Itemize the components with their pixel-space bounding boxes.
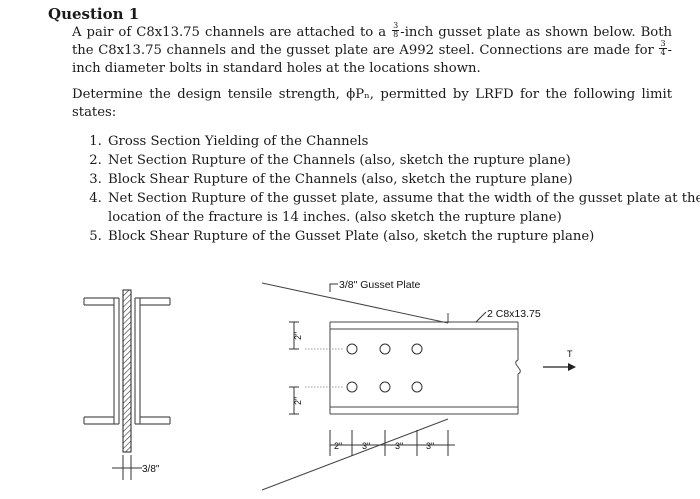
task-item: Net Section Rupture of the Channels (als… [106,151,700,170]
connection-figure: 3/8" 3/8" Gusset Plate 2 C8x13.75 [83,279,576,491]
plate-thickness-label: 3/8" [142,464,160,475]
task-item: Gross Section Yielding of the Channels [106,132,700,151]
bolt-hole [346,381,358,393]
right-channel-section [134,297,171,425]
gusset-label-leader [329,283,338,292]
statement-text-2: -inch gusset plate as shown below. Both … [72,25,673,58]
pitch-label: 3" [426,441,434,451]
statement-text-1: A pair of C8x13.75 channels are attached… [72,25,392,40]
elevation-view: 3/8" Gusset Plate 2 C8x13.75 [261,279,576,491]
bolt-hole [411,343,423,355]
load-arrow [543,363,576,371]
pitch-label: 3" [395,441,403,451]
channel-label: 2 C8x13.75 [487,308,541,320]
gusset-plate-label: 3/8" Gusset Plate [339,279,421,291]
section-view: 3/8" [83,289,171,480]
bolt-holes [346,343,423,393]
gage-dimensions [289,321,299,415]
task-instruction: Determine the design tensile strength, ϕ… [72,87,672,120]
task-item: Block Shear Rupture of the Gusset Plate … [106,227,700,246]
pitch-label: 2" [334,441,342,451]
channel-label-leader [475,311,487,323]
gusset-plate-section [122,289,132,453]
bolt-hole [379,343,391,355]
gage-top-label: 2" [293,332,303,340]
task-item: Net Section Rupture of the gusset plate,… [106,189,700,227]
limit-states-list: Gross Section Yielding of the Channels N… [72,132,700,246]
bolt-gage-lines [305,348,344,388]
pitch-dimensions [329,430,455,456]
bolt-hole [411,381,423,393]
bolt-hole [379,381,391,393]
question-heading: Question 1 [48,5,140,23]
problem-statement: A pair of C8x13.75 channels are attached… [72,21,673,78]
load-label: T [567,349,573,359]
plate-thickness-dimension [112,455,142,480]
gage-bottom-label: 2" [293,397,303,405]
pitch-label: 3" [362,441,370,451]
bolt-hole [346,343,358,355]
left-channel-section [83,297,120,425]
statement-text-3: -inch diameter bolts in standard holes a… [72,43,672,76]
task-item: Block Shear Rupture of the Channels (als… [106,170,700,189]
channel-elevation [329,321,521,415]
